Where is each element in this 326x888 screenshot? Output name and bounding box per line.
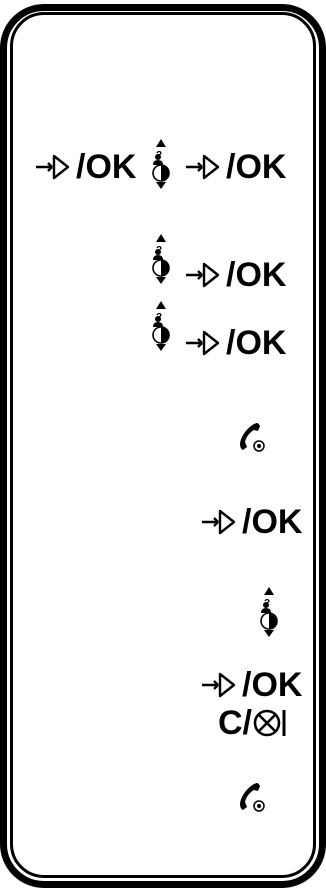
menu-key-arrow-icon (186, 154, 220, 180)
menu-ok-key-4: /OK (200, 505, 302, 539)
delete-key-icon (253, 709, 286, 737)
menu-ok-key-1b: /OK (184, 150, 286, 184)
menu-ok-key-3: /OK (184, 326, 286, 360)
menu-key-arrow-icon (36, 154, 70, 180)
navigation-key-icon: ? (260, 587, 278, 637)
ok-label: /OK (76, 148, 137, 186)
ok-label: /OK (242, 503, 303, 541)
clear-delete-key: C/ (218, 706, 288, 740)
navigation-key-icon: ? (152, 301, 170, 351)
navigation-key-icon: ? (152, 139, 170, 189)
ok-label: /OK (226, 324, 287, 362)
outer-frame (0, 4, 326, 888)
ok-label: /OK (226, 148, 287, 186)
phone-handset-icon (240, 423, 265, 452)
navigation-key-icon: ? (152, 234, 170, 284)
menu-ok-key-1a: /OK (34, 150, 136, 184)
menu-ok-key-2: /OK (184, 258, 286, 292)
phone-handset-icon (240, 783, 265, 812)
menu-key-arrow-icon (202, 672, 236, 698)
menu-ok-key-5: /OK (200, 668, 302, 702)
ok-label: /OK (242, 666, 303, 704)
ok-label: /OK (226, 256, 287, 294)
menu-key-arrow-icon (186, 262, 220, 288)
inner-frame (10, 12, 316, 878)
menu-key-arrow-icon (202, 509, 236, 535)
menu-key-arrow-icon (186, 330, 220, 356)
clear-label: C/ (218, 704, 252, 742)
